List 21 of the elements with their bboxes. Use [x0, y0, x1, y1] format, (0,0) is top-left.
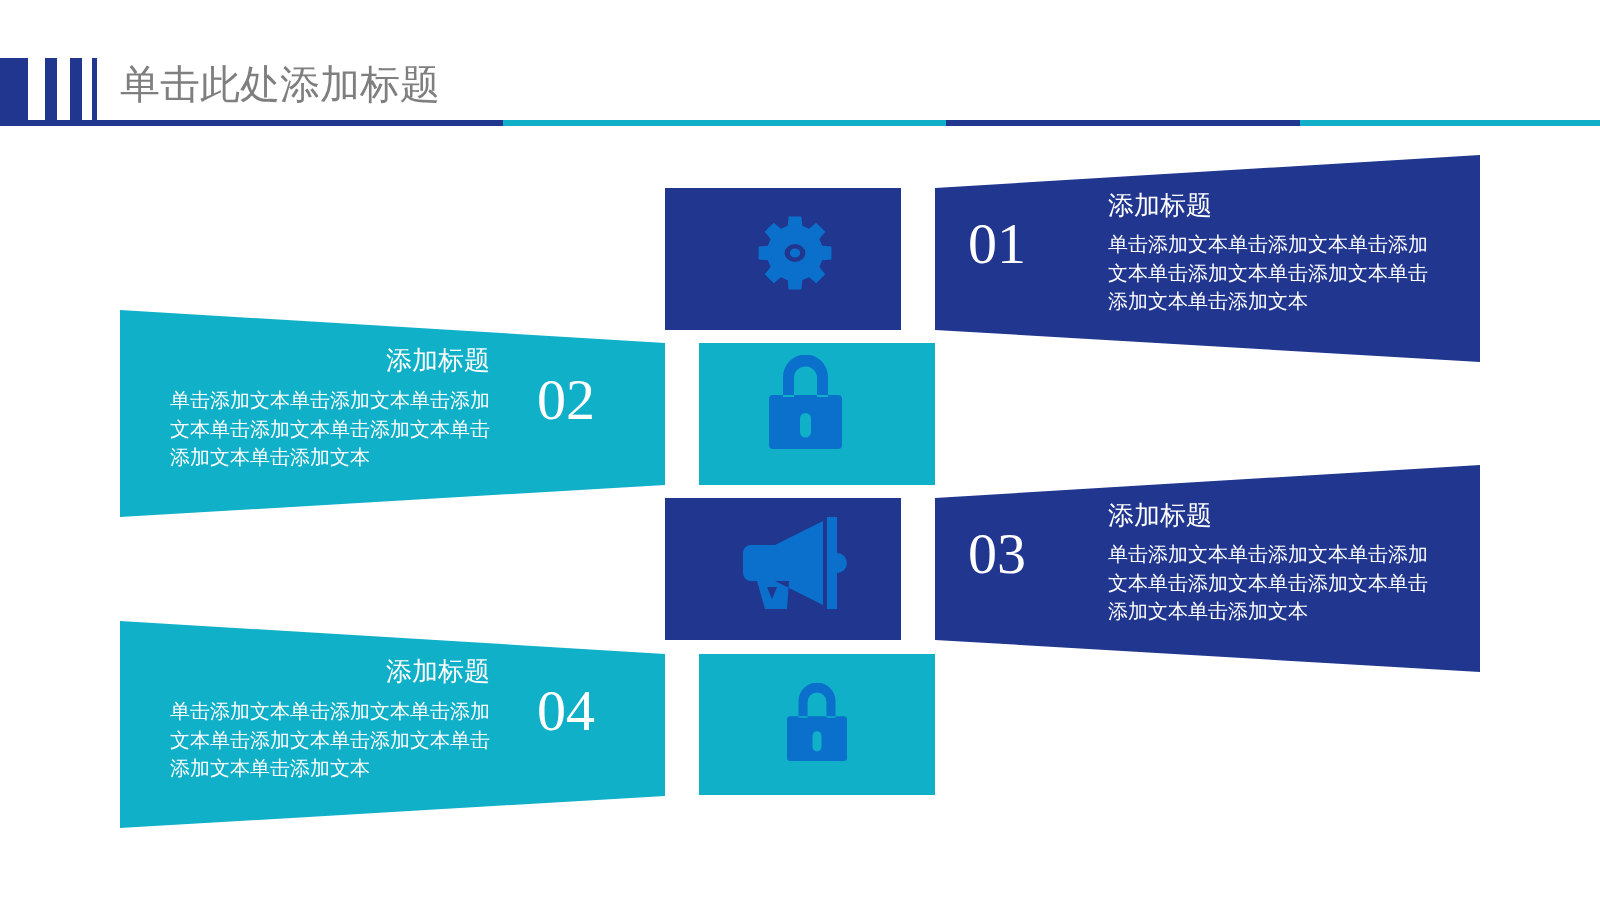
icon-tile	[665, 498, 901, 640]
step-number: 03	[968, 525, 1026, 583]
icon-tile	[699, 343, 935, 485]
heading: 添加标题	[1108, 500, 1212, 532]
banner-panel	[120, 621, 665, 828]
body-text: 单击添加文本单击添加文本单击添加文本单击添加文本单击添加文本单击添加文本单击添加文本	[170, 387, 491, 471]
banner-panel	[935, 465, 1480, 672]
heading: 添加标题	[386, 345, 490, 377]
heading: 添加标题	[386, 656, 490, 688]
icon-tile	[665, 188, 901, 330]
step-number: 02	[537, 371, 595, 429]
icon-tile	[699, 654, 935, 795]
body-text: 单击添加文本单击添加文本单击添加文本单击添加文本单击添加文本单击添加文本单击添加文本	[1108, 231, 1429, 315]
body-text: 单击添加文本单击添加文本单击添加文本单击添加文本单击添加文本单击添加文本单击添加文本	[170, 698, 491, 782]
page-title: 单击此处添加标题	[120, 60, 440, 108]
body-text: 单击添加文本单击添加文本单击添加文本单击添加文本单击添加文本单击添加文本单击添加文本	[1108, 541, 1429, 625]
step-number: 01	[968, 215, 1026, 273]
banner-panel	[120, 310, 665, 517]
banner-panel	[935, 155, 1480, 362]
heading: 添加标题	[1108, 190, 1212, 222]
step-number: 04	[537, 682, 595, 740]
